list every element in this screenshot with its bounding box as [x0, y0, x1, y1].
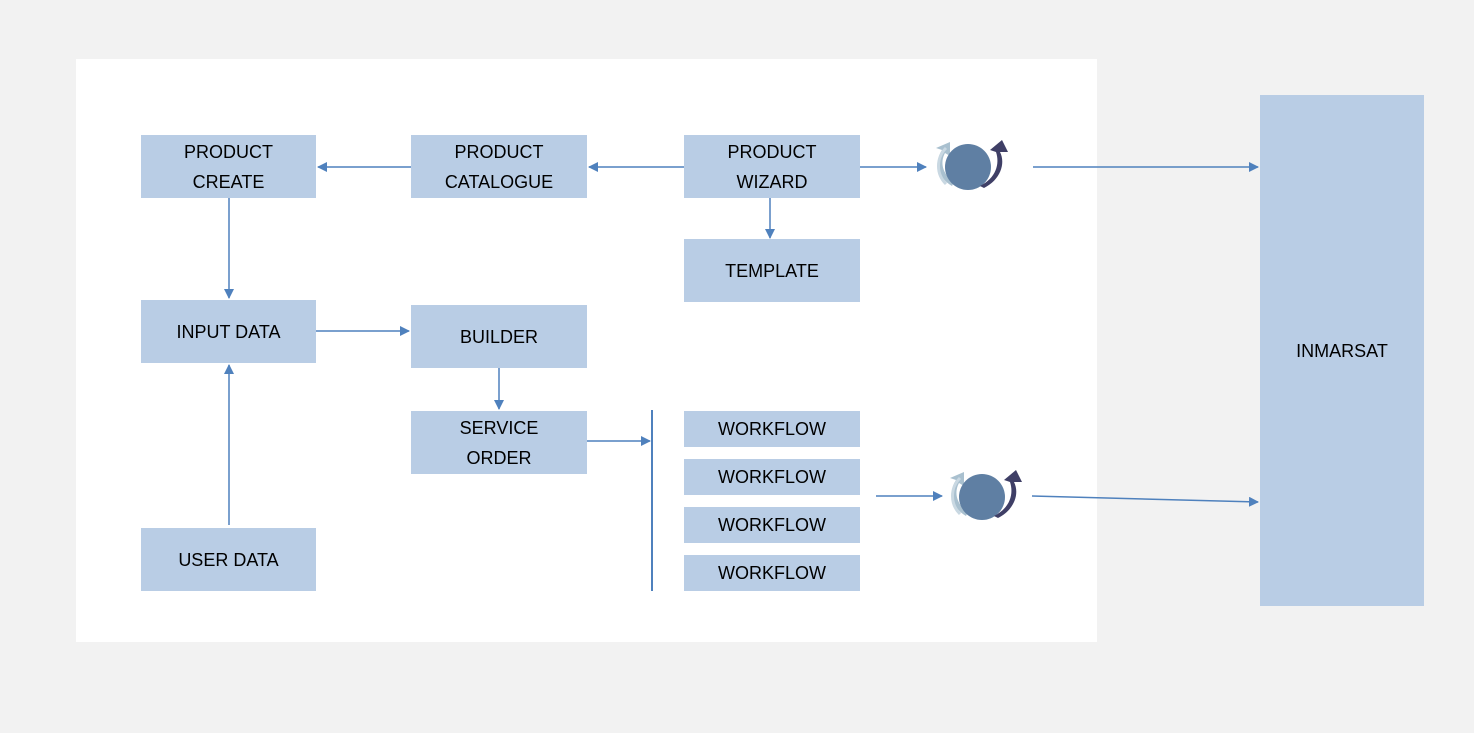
node-product-wizard: PRODUCT WIZARD [684, 135, 860, 198]
node-label: SERVICE ORDER [459, 417, 539, 468]
node-product-catalogue: PRODUCT CATALOGUE [411, 135, 587, 198]
node-label: PRODUCT CATALOGUE [444, 141, 554, 192]
node-label: INMARSAT [1296, 340, 1388, 361]
node-template: TEMPLATE [684, 239, 860, 302]
node-service-order: SERVICE ORDER [411, 411, 587, 474]
node-input-data: INPUT DATA [141, 300, 316, 363]
node-label: PRODUCT CREATE [184, 141, 273, 192]
node-label: USER DATA [178, 549, 279, 570]
node-label: INPUT DATA [176, 321, 281, 342]
sync-cycle-icon [936, 140, 1008, 190]
node-label: WORKFLOW [718, 419, 826, 439]
node-label: BUILDER [459, 326, 539, 347]
node-inmarsat: INMARSAT [1260, 95, 1424, 606]
node-product-create: PRODUCT CREATE [141, 135, 316, 198]
node-label: TEMPLATE [725, 260, 819, 281]
edge-sync-bottom-to-inmarsat [1031, 495, 1259, 507]
node-builder: BUILDER [411, 305, 587, 368]
node-workflow-2: WORKFLOW [684, 459, 860, 495]
sync-cycle-icon [950, 470, 1022, 520]
node-label: WORKFLOW [718, 563, 826, 583]
node-workflow-4: WORKFLOW [684, 555, 860, 591]
node-label: WORKFLOW [718, 467, 826, 487]
node-label: WORKFLOW [718, 515, 826, 535]
node-label: PRODUCT WIZARD [727, 141, 817, 192]
node-user-data: USER DATA [141, 528, 316, 591]
node-workflow-3: WORKFLOW [684, 507, 860, 543]
node-workflow-1: WORKFLOW [684, 411, 860, 447]
